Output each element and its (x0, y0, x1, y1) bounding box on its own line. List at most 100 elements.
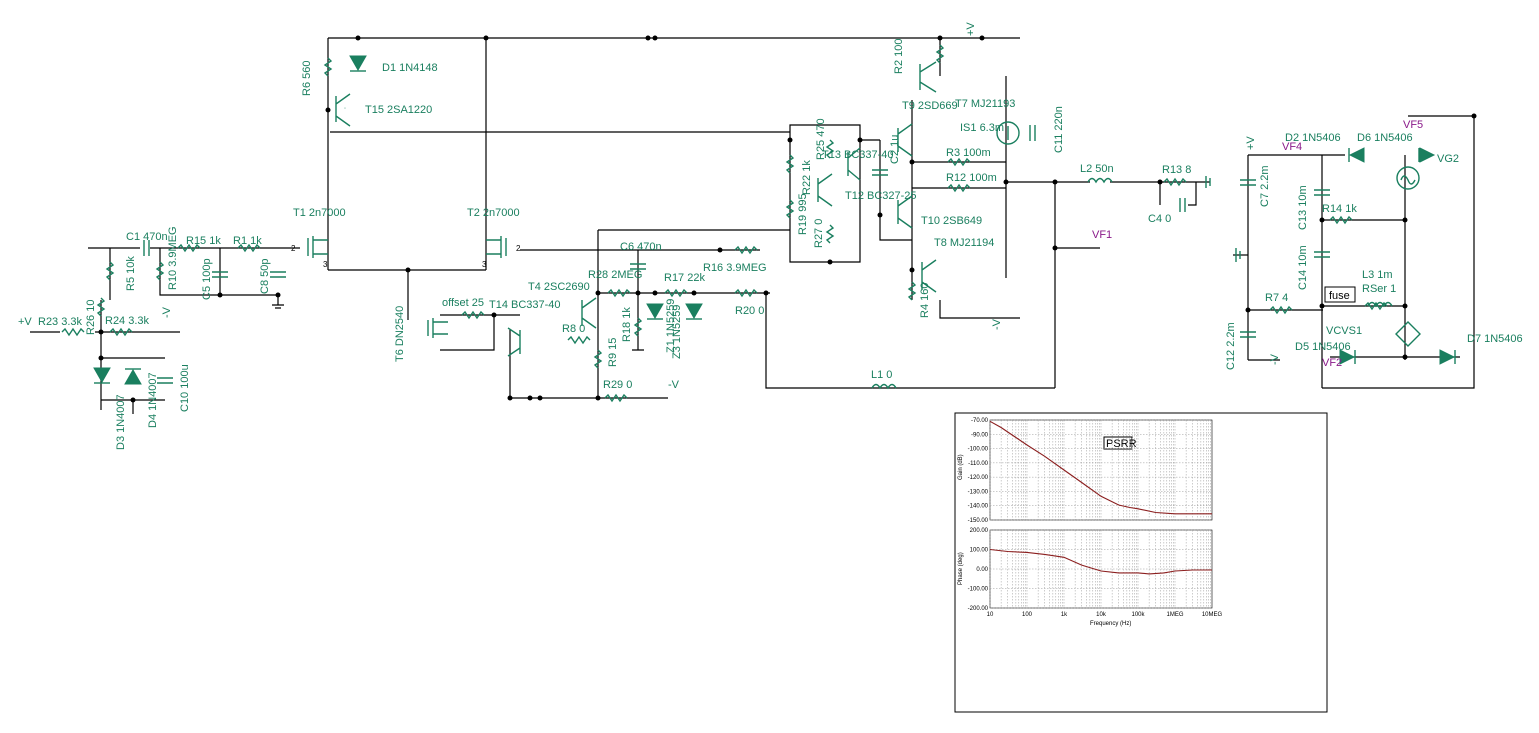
y-tick-label: -110.00 (968, 461, 989, 467)
label-C6: C6 470n (620, 241, 662, 253)
label-L1: L1 0 (871, 369, 892, 381)
x-axis-label: Frequency (Hz) (1090, 621, 1131, 627)
y-tick-label: 200.00 (970, 528, 989, 534)
y-tick-label: 100.00 (970, 548, 989, 554)
y-tick-label: -150.00 (968, 518, 989, 524)
label-R10: R10 3.9MEG (167, 226, 179, 290)
label-R14: R14 1k (1322, 203, 1357, 215)
label-D4: D4 1N4007 (147, 372, 159, 428)
label-T12: T12 BC327-25 (845, 190, 917, 202)
label-VF5: VF5 (1403, 119, 1423, 131)
label-VF1: VF1 (1092, 229, 1112, 241)
pin-t1-2: 2 (291, 244, 296, 253)
label-Z1: Z1 1N5259 (665, 299, 677, 353)
label-T8: T8 MJ21194 (934, 237, 994, 249)
label-C12: C12 2.2m (1225, 322, 1237, 370)
x-tick-label: 1k (1061, 612, 1068, 618)
label-R5: R5 10k (125, 256, 137, 291)
label-T9: T9 2SD669 (902, 100, 958, 112)
label-R24: R24 3.3k (105, 315, 150, 327)
phase-curve (989, 548, 1212, 575)
label-T10: T10 2SB649 (921, 215, 982, 227)
rail-minus-v-out: -V (991, 318, 1003, 330)
y-tick-label: -130.00 (968, 489, 989, 495)
label-R27: R27 0 (813, 219, 825, 248)
label-C2: C2 1u (889, 135, 901, 164)
label-VCVS1: VCVS1 (1326, 325, 1362, 337)
label-R15: R15 1k (186, 235, 221, 247)
gain-axis-label: Gain (dB) (958, 454, 964, 480)
label-fuse: fuse (1329, 290, 1350, 302)
label-D1: D1 1N4148 (382, 62, 438, 74)
y-tick-label: -120.00 (968, 475, 989, 481)
label-R3: R3 100m (946, 147, 991, 159)
rail-minus-v-left: -V (161, 306, 173, 318)
label-C7: C7 2.2m (1259, 165, 1271, 207)
label-R9: R9 15 (607, 338, 619, 367)
label-R16: R16 3.9MEG (703, 262, 767, 274)
label-T1: T1 2n7000 (293, 207, 346, 219)
pin-t1-3: 3 (323, 260, 328, 269)
label-R4: R4 160 (919, 283, 931, 318)
y-tick-label: 0.00 (976, 567, 988, 573)
y-tick-label: -90.00 (971, 432, 989, 438)
label-R8: R8 0 (562, 323, 585, 335)
y-tick-label: -70.00 (971, 418, 989, 424)
label-C1: C1 470n (126, 231, 168, 243)
label-VF2: VF2 (1322, 357, 1342, 369)
rail-plus-v-left: +V (18, 316, 32, 328)
phase-axis-label: Phase (deg) (958, 552, 964, 585)
wires (30, 37, 1475, 414)
label-C4: C4 0 (1148, 213, 1171, 225)
chart-title-box (1103, 436, 1133, 450)
label-R23: R23 3.3k (38, 316, 83, 328)
rail-plus-v-psu: +V (1245, 136, 1257, 150)
label-C13: C13 10m (1297, 185, 1309, 230)
chart-title: PSRR (1106, 438, 1137, 450)
pin-t2-3: 3 (482, 260, 487, 269)
label-D2: D2 1N5406 (1285, 132, 1341, 144)
label-C11: C11 220n (1053, 106, 1065, 153)
label-T14: T14 BC337-40 (489, 299, 561, 311)
x-tick-label: 100 (1022, 612, 1033, 618)
label-D3: D3 1N4007 (115, 394, 127, 450)
y-tick-label: -100.00 (968, 447, 989, 453)
label-R7: R7 4 (1265, 292, 1288, 304)
rail-plus-v-top: +V (965, 22, 977, 36)
label-VF4: VF4 (1282, 141, 1302, 153)
label-T15: T15 2SA1220 (365, 104, 432, 116)
label-R1: R1 1k (233, 235, 262, 247)
label-L2: L2 50n (1080, 163, 1114, 175)
pin-t2-2: 2 (516, 244, 521, 253)
psrr-chart-window: PSRR -70.00 -90.00 -100.00 -110.00 -120.00 -1… (954, 412, 1328, 713)
label-T4: T4 2SC2690 (528, 281, 590, 293)
label-C10: C10 100u (179, 364, 191, 412)
label-R22: R22 1k (801, 160, 813, 195)
label-C14: C14 10m (1297, 245, 1309, 290)
label-R26: R26 10 (85, 300, 97, 335)
component-symbols (61, 44, 1456, 410)
label-R6: R6 560 (301, 61, 313, 96)
y-tick-label: -200.00 (968, 606, 989, 612)
label-D6: D6 1N5406 (1357, 132, 1413, 144)
label-C5: C5 100p (201, 258, 213, 300)
label-R19: R19 995 (797, 193, 809, 235)
label-R29: R29 0 (603, 379, 632, 391)
label-L3: L3 1m (1362, 269, 1393, 281)
label-RSer: RSer 1 (1362, 283, 1396, 295)
rail-minus-v-psu: -V (1269, 353, 1281, 365)
label-R2: R2 100 (893, 39, 905, 74)
label-T7: T7 MJ21193 (955, 98, 1015, 110)
label-T13: T13 BC337-40 (822, 149, 894, 161)
label-T2: T2 2n7000 (467, 207, 520, 219)
rail-minus-v-mid: -V (668, 379, 680, 391)
x-tick-label: 10k (1096, 612, 1107, 618)
label-R17: R17 22k (664, 272, 705, 284)
label-R18: R18 1k (621, 307, 633, 342)
gain-curve (989, 420, 1212, 515)
label-D5: D5 1N5406 (1295, 341, 1351, 353)
label-R20: R20 0 (735, 305, 764, 317)
label-R25: R25 470 (815, 118, 827, 160)
